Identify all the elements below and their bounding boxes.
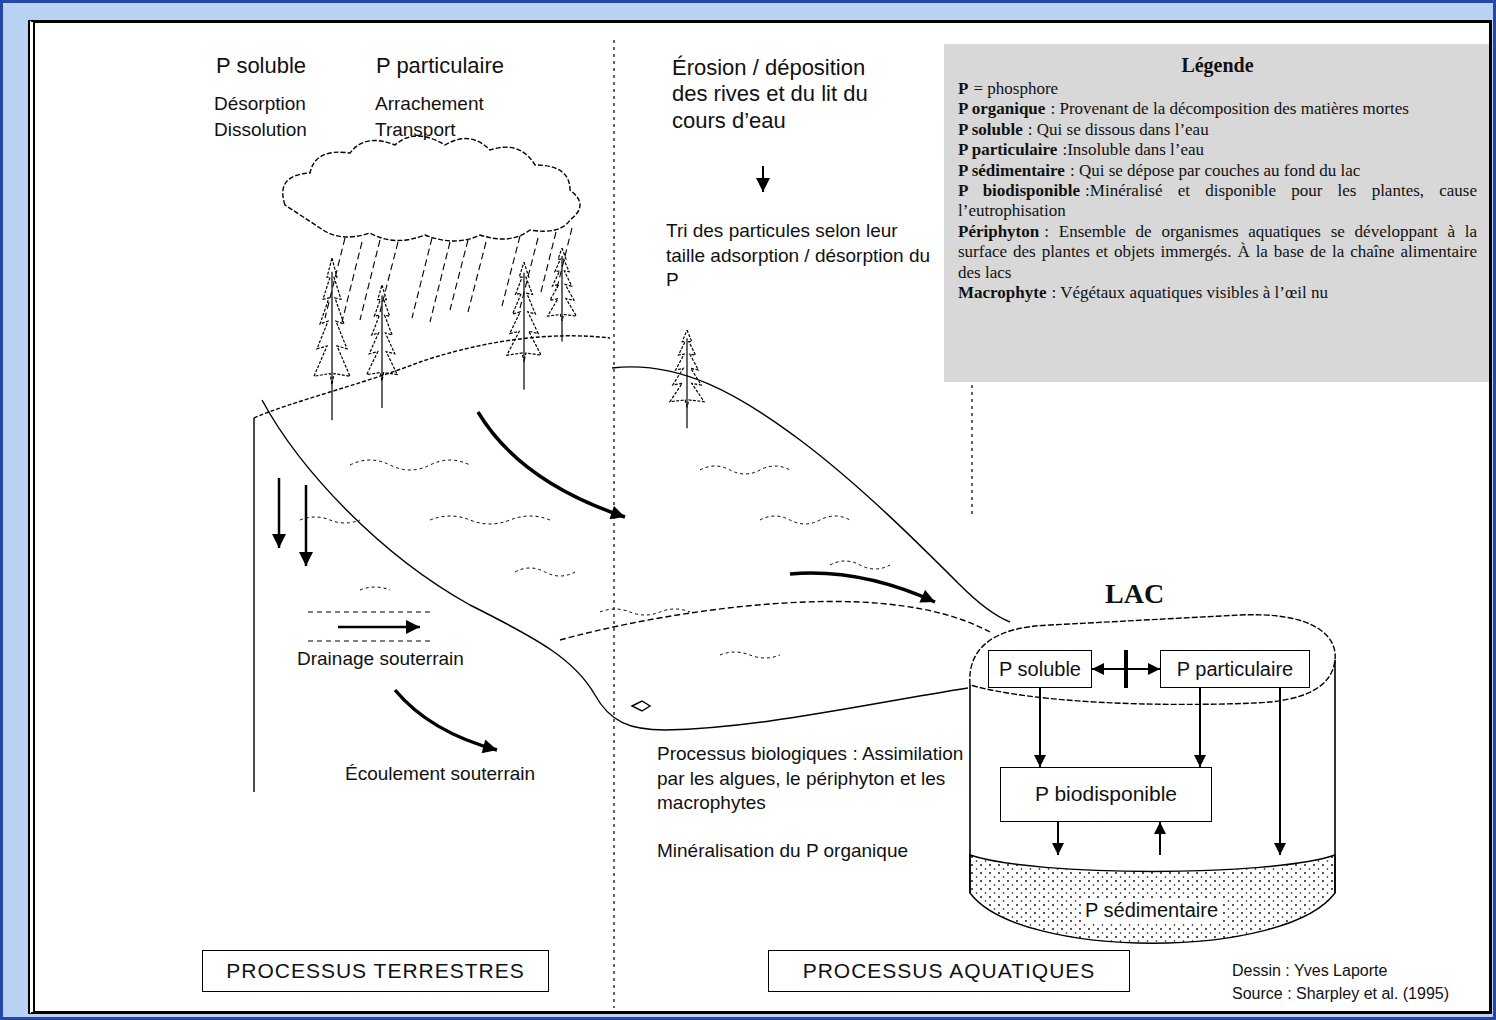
process-annotation: P soluble xyxy=(216,52,306,81)
process-annotation: Dissolution xyxy=(214,118,307,143)
box-label: P biodisponible xyxy=(1035,782,1177,806)
lake-name: LAC xyxy=(1105,579,1164,610)
sediment-band: P sédimentaire xyxy=(970,855,1335,947)
glossary-entry: P = phosphore xyxy=(958,79,1477,99)
process-annotation: Arrachement xyxy=(375,92,484,117)
flow-arrow xyxy=(1159,822,1161,855)
separator-line xyxy=(614,40,972,1008)
glossary-definition: :Insoluble dans l’eau xyxy=(1062,140,1204,159)
glossary-heading: Légende xyxy=(958,54,1477,77)
glossary-term: Périphyton xyxy=(958,222,1039,241)
glossary-entry: P biodisponible:Minéralisé et disponible… xyxy=(958,181,1477,222)
credit-note: Dessin : Yves Laporte xyxy=(1232,961,1387,982)
glossary-term: P particulaire xyxy=(958,140,1057,159)
glossary-term: P biodisponible xyxy=(958,181,1080,200)
glossary-term: P soluble xyxy=(958,120,1023,139)
process-box: P soluble xyxy=(988,650,1092,688)
ground-texture xyxy=(300,460,890,658)
box-label: P soluble xyxy=(999,658,1081,681)
glossary-entry: P organique : Provenant de la décompositi… xyxy=(958,99,1477,119)
glossary-entry: Macrophyte : Végétaux aquatiques visibles… xyxy=(958,283,1477,303)
glossary-term: Macrophyte xyxy=(958,283,1046,302)
drainage-lines xyxy=(308,612,432,641)
glossary-definition: = phosphore xyxy=(973,79,1058,98)
process-annotation: Tri des particules selon leur taille ads… xyxy=(666,219,934,293)
flow-arrows xyxy=(279,166,935,750)
glossary-box: LégendeP = phosphoreP organique : Provenan… xyxy=(944,44,1489,382)
glossary-term: P xyxy=(958,79,968,98)
rain-cloud xyxy=(283,136,580,322)
glossary-entry: Périphyton: Ensemble de organismes aquat… xyxy=(958,222,1477,283)
glossary-definition: : Qui se dépose par couches au fond du l… xyxy=(1070,161,1360,180)
glossary-term: P sédimentaire xyxy=(958,161,1065,180)
glossary-definition: : Végétaux aquatiques visibles à l’œil n… xyxy=(1052,283,1328,302)
credit-note: Source : Sharpley et al. (1995) xyxy=(1232,984,1449,1005)
process-annotation: Minéralisation du P organique xyxy=(657,839,908,864)
land-outline xyxy=(254,336,1010,792)
section-label-box: PROCESSUS AQUATIQUES xyxy=(768,950,1130,992)
conifer-trees xyxy=(314,248,704,428)
box-label: P particulaire xyxy=(1177,658,1293,681)
process-annotation: Désorption xyxy=(214,92,306,117)
process-annotation: Processus biologiques : Assimilation par… xyxy=(657,742,965,816)
section-label-box: PROCESSUS TERRESTRES xyxy=(202,950,549,992)
process-box: P biodisponible xyxy=(1000,767,1212,822)
lake-cylinder: LAC P soluble P particulaire P biodisponibl… xyxy=(955,575,1345,950)
glossary-definition: : Provenant de la décomposition des mati… xyxy=(1050,99,1408,118)
section-title: PROCESSUS AQUATIQUES xyxy=(803,959,1096,983)
process-annotation: P particulaire xyxy=(376,52,504,81)
glossary-entry: P soluble : Qui se dissous dans l’eau xyxy=(958,120,1477,140)
process-annotation: Transport xyxy=(375,118,456,143)
section-title: PROCESSUS TERRESTRES xyxy=(226,959,525,983)
glossary-definition: : Qui se dissous dans l’eau xyxy=(1028,120,1209,139)
glossary-entry: P particulaire :Insoluble dans l’eau xyxy=(958,140,1477,160)
glossary-entry: P sédimentaire : Qui se dépose par couche… xyxy=(958,161,1477,181)
process-annotation: Écoulement souterrain xyxy=(345,762,535,787)
flow-arrow xyxy=(1057,822,1059,855)
flow-arrow xyxy=(1039,688,1041,767)
glossary-term: P organique xyxy=(958,99,1045,118)
flow-arrow xyxy=(1199,688,1201,767)
process-annotation: Érosion / déposition des rives et du lit… xyxy=(672,55,904,134)
flow-arrow xyxy=(1279,688,1281,855)
process-box: P particulaire xyxy=(1160,650,1310,688)
band-label: P sédimentaire xyxy=(1081,899,1222,922)
process-annotation: Drainage souterrain xyxy=(297,647,464,672)
